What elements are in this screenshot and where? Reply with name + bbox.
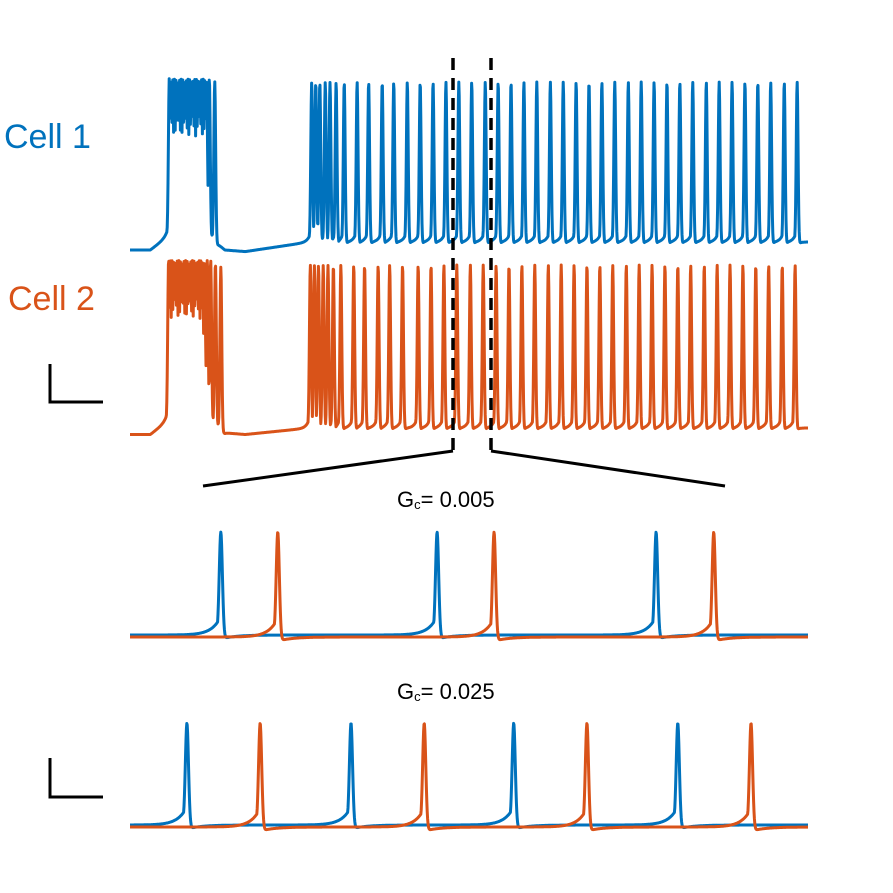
zoom-title-gc-0025: Gc= 0.025	[397, 679, 495, 705]
cell1-trace	[128, 77, 810, 254]
cell2-full-trace	[128, 259, 810, 436]
cell1-trace	[128, 721, 810, 830]
title-value: = 0.025	[420, 679, 495, 704]
title-g: G	[397, 487, 415, 512]
zoom-title-gc-0005: Gc= 0.005	[397, 487, 495, 513]
title-sub: c	[414, 497, 421, 512]
cell2-label: Cell 2	[8, 280, 95, 318]
cell2-trace	[128, 259, 810, 436]
title-value: = 0.005	[420, 487, 495, 512]
scale-bar-bottom	[48, 758, 103, 799]
cell2-trace	[128, 530, 810, 642]
cell1-trace	[128, 530, 810, 640]
title-sub: c	[414, 689, 421, 704]
cell2-trace	[128, 722, 810, 832]
scale-bar-top	[48, 364, 103, 404]
zoom-connector-left	[202, 449, 454, 488]
zoom-panel-gc-0025	[128, 721, 810, 832]
cell1-full-trace	[128, 77, 810, 254]
cell1-label: Cell 1	[4, 118, 91, 156]
zoom-panel-gc-0005	[128, 530, 810, 642]
title-g: G	[397, 679, 415, 704]
zoom-connector-right	[490, 449, 726, 488]
